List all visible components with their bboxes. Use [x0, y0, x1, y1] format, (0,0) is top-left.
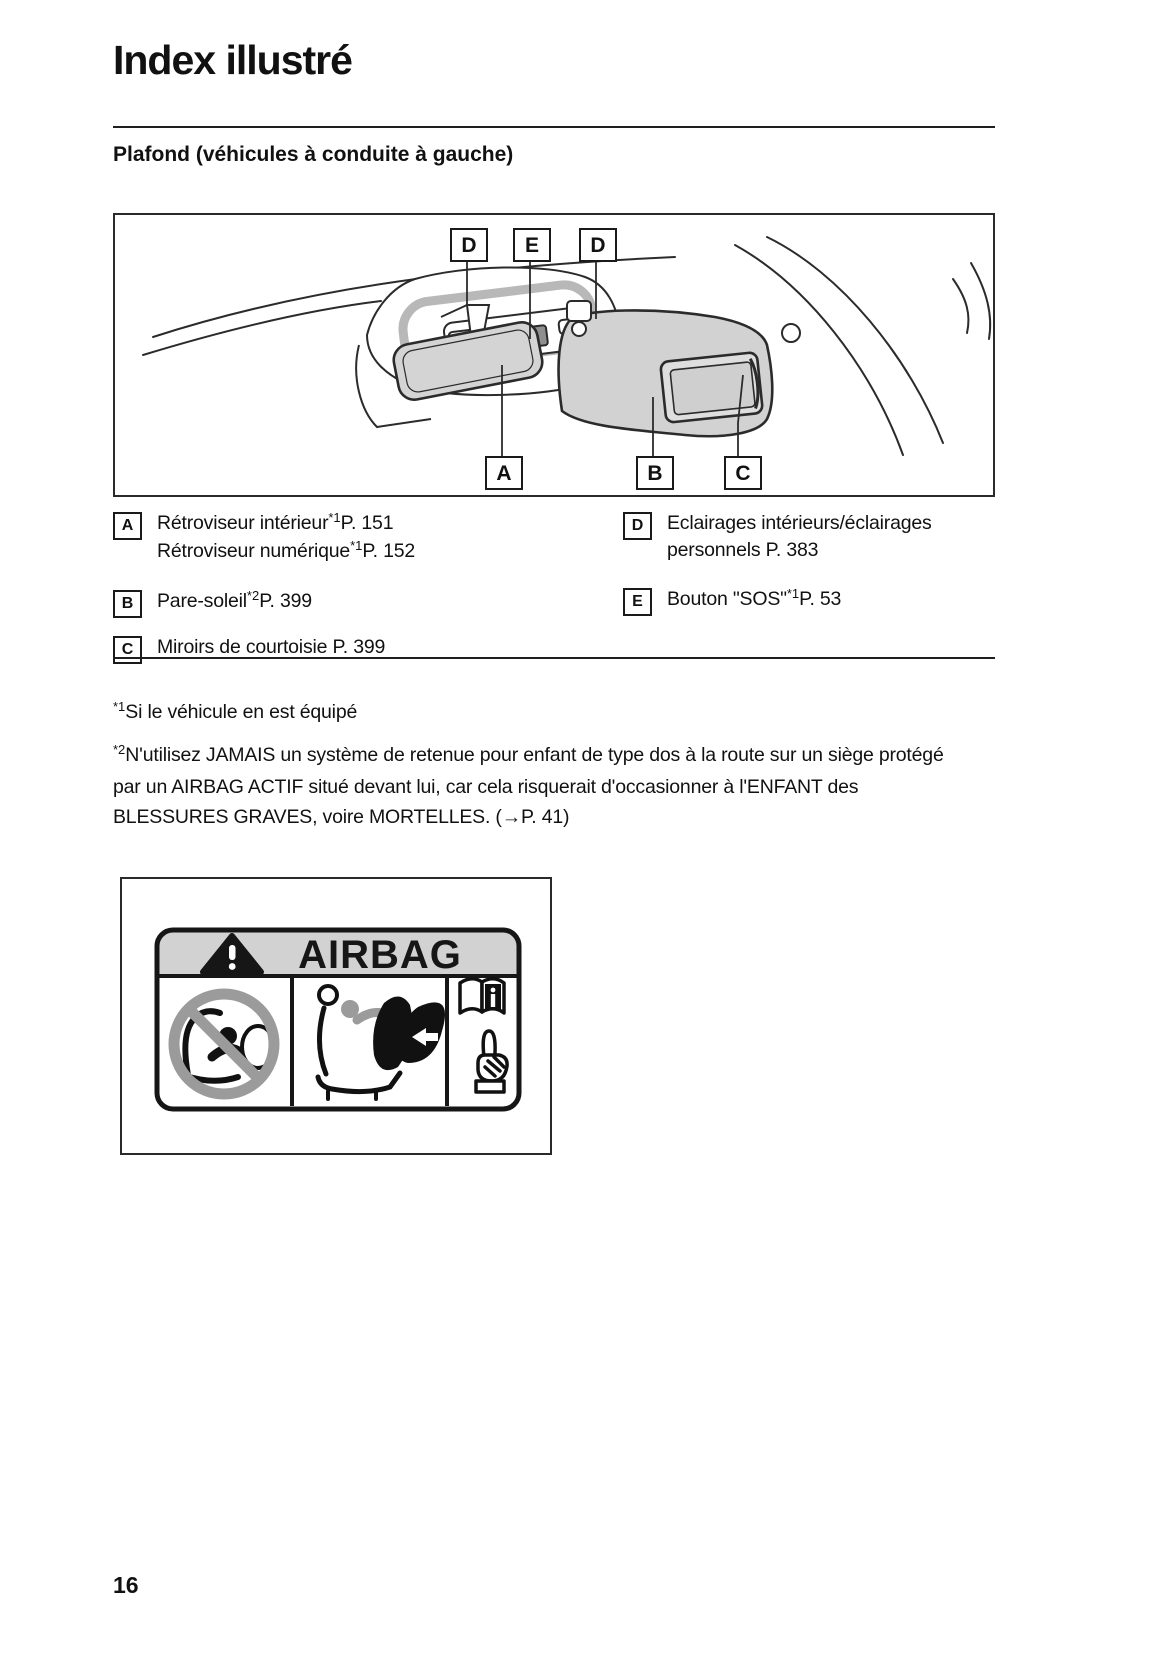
- footnote-text: Si le véhicule en est équipé: [125, 701, 358, 723]
- page-number: 16: [113, 1572, 139, 1598]
- footnote-marker: *1: [113, 699, 126, 714]
- leader-line-c: [737, 374, 744, 456]
- roof-edge-line: [152, 256, 676, 338]
- legend-text-b: Pare-soleil*2P. 399: [157, 588, 312, 612]
- divider: [113, 126, 995, 128]
- airbag-warning-figure: AIRBAG: [120, 877, 552, 1155]
- vanity-mirror: [659, 351, 764, 424]
- footnote-2: *2N'utilisez JAMAIS un système de retenu…: [113, 740, 975, 832]
- legend-item-e: E Bouton "SOS"*1P. 53: [623, 586, 995, 616]
- footnote-text: N'utilisez JAMAIS un système de retenue …: [113, 744, 944, 828]
- legend-text-d: Eclairages intérieurs/éclairages personn…: [667, 512, 932, 561]
- legend-text-c: Miroirs de courtoisie P. 399: [157, 636, 386, 658]
- airbag-title: AIRBAG: [298, 933, 462, 977]
- pointing-hand-icon: [474, 1029, 509, 1094]
- sun-visor: [557, 300, 801, 438]
- ceiling-diagram-figure: D E D A B C: [113, 213, 995, 497]
- roof-rail-line: [970, 262, 992, 340]
- ceiling-illustration: [142, 236, 992, 456]
- legend-keybox-b: B: [113, 590, 142, 618]
- warning-triangle-icon: [200, 933, 264, 975]
- callout-a: A: [485, 456, 523, 490]
- rearview-mirror: [355, 304, 544, 429]
- visor-clip: [781, 323, 801, 343]
- footnote-1: *1Si le véhicule en est équipé: [113, 697, 975, 729]
- seat-airbag-deployment-icon: [315, 984, 445, 1101]
- footnote-marker: *2: [113, 742, 126, 757]
- owners-manual-book-icon: [458, 977, 506, 1015]
- section-heading: Plafond (véhicules à conduite à gauche): [113, 143, 514, 166]
- airbag-warning-label: AIRBAG: [154, 927, 522, 1112]
- legend-text-a: Rétroviseur intérieur*1P. 151 Rétroviseu…: [157, 510, 416, 562]
- page-title: Index illustré: [113, 37, 353, 83]
- legend-item-d: D Eclairages intérieurs/éclairages perso…: [623, 510, 995, 564]
- legend-right-column: D Eclairages intérieurs/éclairages perso…: [623, 510, 995, 632]
- callout-b: B: [636, 456, 674, 490]
- legend-item-c: C Miroirs de courtoisie P. 399: [113, 634, 613, 664]
- no-rear-facing-child-seat-icon: [168, 988, 280, 1100]
- a-pillar-line: [766, 236, 944, 444]
- legend-keybox-a: A: [113, 512, 142, 540]
- callout-d1: D: [450, 228, 488, 262]
- roof-edge-line: [142, 300, 382, 356]
- divider: [113, 657, 995, 659]
- legend-keybox-e: E: [623, 588, 652, 616]
- callout-e: E: [513, 228, 551, 262]
- callout-d2: D: [579, 228, 617, 262]
- legend-keybox-c: C: [113, 636, 142, 664]
- legend-left-column: A Rétroviseur intérieur*1P. 151 Rétrovis…: [113, 510, 613, 680]
- legend-item-b: B Pare-soleil*2P. 399: [113, 588, 613, 618]
- visor-pivot: [571, 321, 587, 337]
- leader-line-d1: [440, 259, 468, 318]
- legend-keybox-d: D: [623, 512, 652, 540]
- legend-item-a: A Rétroviseur intérieur*1P. 151 Rétrovis…: [113, 510, 613, 566]
- visor-pivot-bracket: [566, 300, 592, 322]
- a-pillar-line: [734, 244, 904, 456]
- roof-rail-line: [952, 278, 970, 334]
- callout-c: C: [724, 456, 762, 490]
- page-content: Index illustré Plafond (véhicules à cond…: [113, 0, 995, 1653]
- legend-text-e: Bouton "SOS"*1P. 53: [667, 586, 842, 610]
